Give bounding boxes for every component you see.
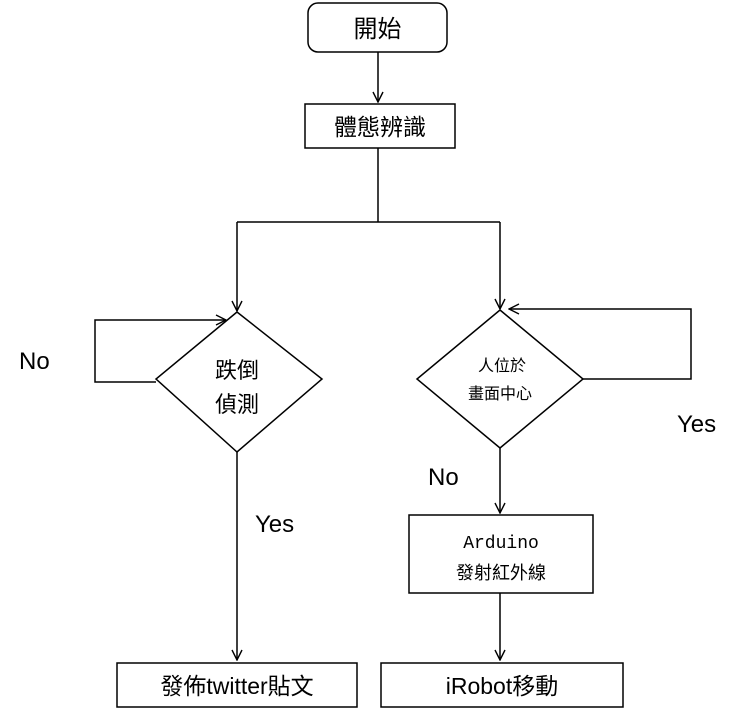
pose-recognition-label: 體態辨識 [334, 115, 426, 141]
fall-yes-label: Yes [255, 511, 294, 538]
arduino-ir-node: Arduino 發射紅外線 [408, 514, 594, 594]
post-twitter-label: 發佈twitter貼文 [160, 673, 313, 699]
pose-recognition-node: 體態辨識 [304, 103, 456, 149]
irobot-move-label: iRobot移動 [446, 673, 558, 699]
fall-no-label: No [19, 348, 50, 375]
fall-detection-line2: 偵測 [215, 393, 259, 418]
split-connector [237, 148, 500, 311]
edge-center-yes-loop [509, 309, 692, 380]
fall-detection-line1: 跌倒 [215, 359, 259, 384]
start-label: 開始 [354, 15, 402, 43]
fall-detection-decision: 跌倒 偵測 [154, 311, 324, 453]
person-centered-line1: 人位於 [478, 356, 526, 375]
center-yes-label: Yes [677, 411, 716, 438]
person-centered-line2: 畫面中心 [468, 384, 532, 403]
post-twitter-node: 發佈twitter貼文 [116, 662, 358, 708]
arduino-ir-line1: Arduino [463, 534, 539, 554]
irobot-move-node: iRobot移動 [380, 662, 624, 708]
center-no-label: No [428, 464, 459, 491]
edge-fall-no-loop [94, 320, 226, 383]
start-node: 開始 [307, 2, 448, 53]
arduino-ir-line2: 發射紅外線 [456, 563, 546, 584]
person-centered-decision: 人位於 畫面中心 [415, 309, 585, 449]
